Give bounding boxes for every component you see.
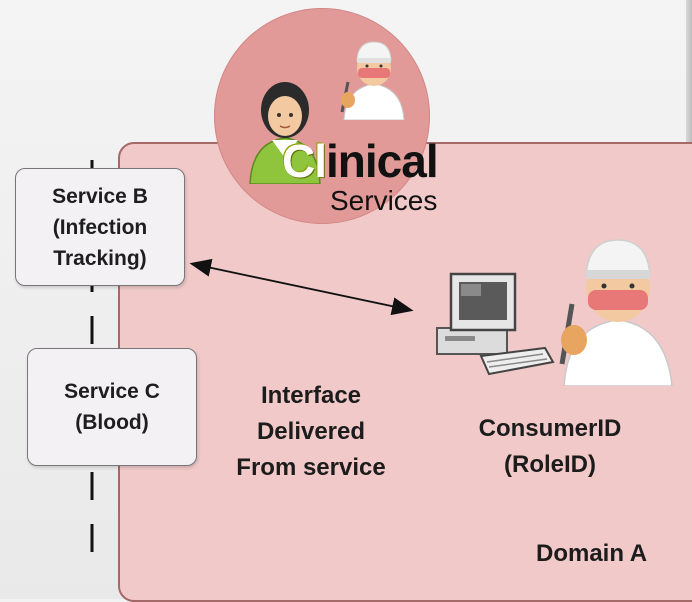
- surgeon-icon: [340, 41, 405, 120]
- computer-icon: [436, 272, 555, 376]
- service-b-box: Service B (Infection Tracking): [15, 168, 185, 286]
- service-c-label: Service C (Blood): [64, 380, 160, 434]
- interface-label: Interface Delivered From service: [236, 382, 386, 481]
- nurse-icon: [249, 82, 321, 184]
- service-c-box: Service C (Blood): [27, 348, 197, 466]
- consumer-label: ConsumerID (RoleID): [478, 415, 622, 478]
- service-b-label: Service B (Infection Tracking): [52, 184, 148, 270]
- clinical-logo-text: Clinical: [282, 135, 439, 187]
- services-logo-text: Services: [330, 185, 438, 216]
- domain-label: Domain A: [536, 540, 648, 567]
- surgeon-icon: [559, 239, 673, 386]
